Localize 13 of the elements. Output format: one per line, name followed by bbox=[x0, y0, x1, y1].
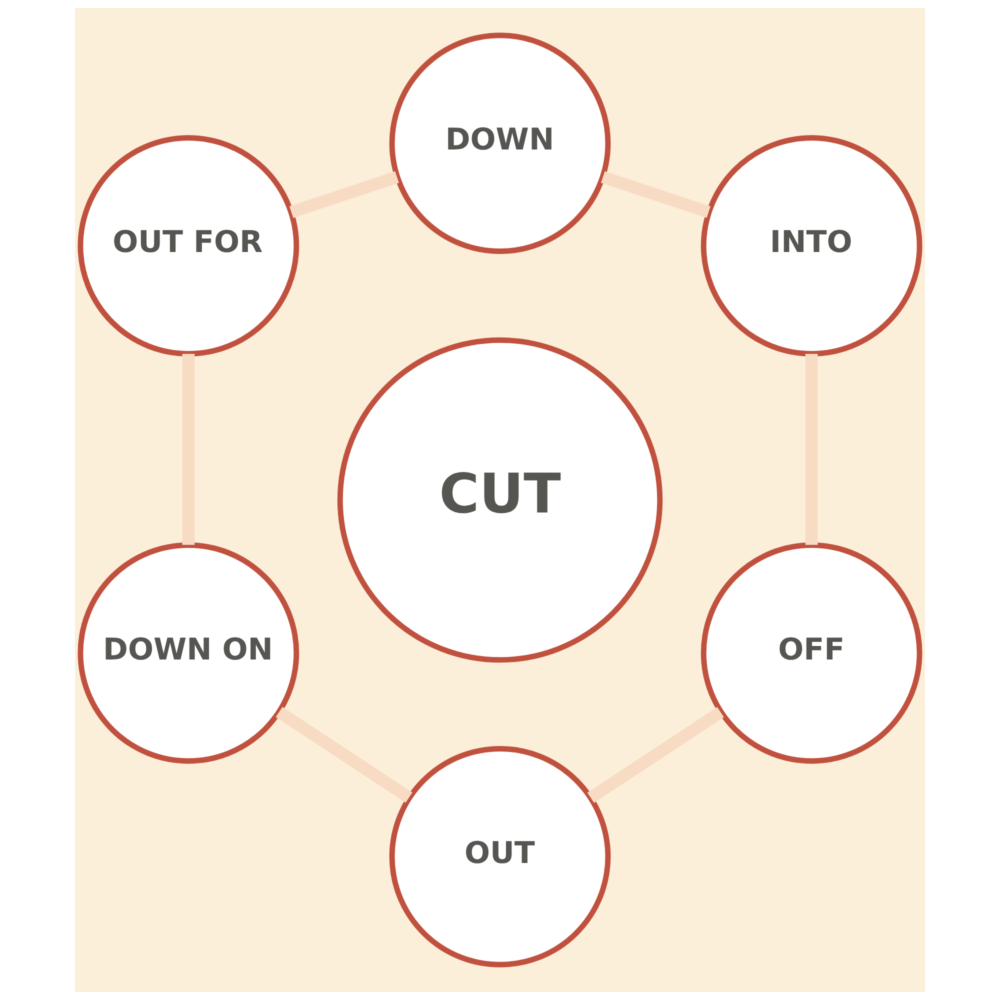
connector bbox=[600, 171, 711, 218]
node-circle: OFF bbox=[700, 542, 922, 764]
connector bbox=[182, 354, 195, 545]
node-circle: DOWN ON bbox=[78, 542, 300, 764]
node-circle: CUT bbox=[337, 337, 663, 663]
node-circle: OUT FOR bbox=[78, 135, 300, 357]
node-circle: OUT bbox=[389, 746, 611, 968]
node-circle: DOWN bbox=[389, 32, 611, 254]
connector bbox=[587, 707, 724, 803]
connector bbox=[805, 354, 818, 545]
connector bbox=[289, 171, 399, 218]
node-circle: INTO bbox=[700, 135, 922, 357]
connector bbox=[276, 706, 412, 803]
